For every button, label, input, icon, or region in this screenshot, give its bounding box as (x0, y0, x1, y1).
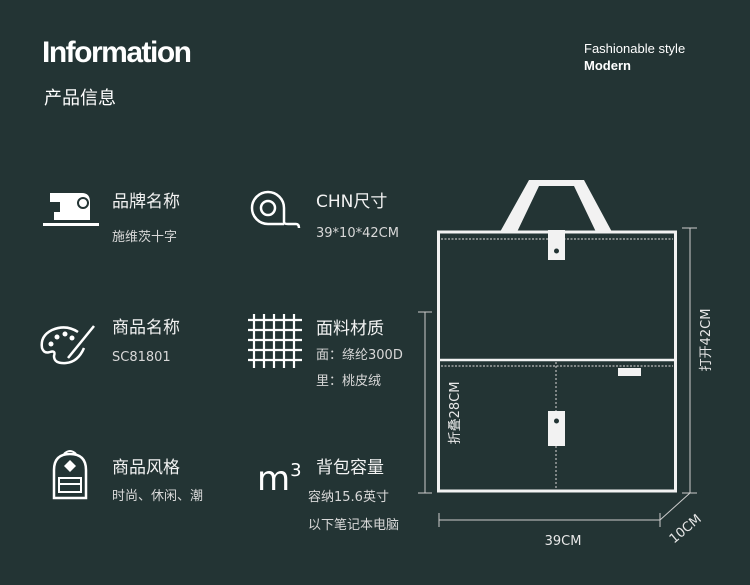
bag-outline (437, 230, 677, 493)
style-tag-bold: Modern (584, 58, 631, 73)
fabric-grid-icon (248, 314, 302, 368)
tape-measure-icon (250, 190, 301, 229)
folded-height-label: 折叠28CM (448, 382, 463, 445)
depth-label: 10CM (667, 512, 705, 547)
spec-value: 39*10*42CM (316, 226, 399, 241)
spec-value-2: 里：桃皮绒 (316, 374, 382, 389)
page-subtitle: 产品信息 (44, 88, 116, 109)
spec-value: SC81801 (112, 350, 171, 365)
spec-value: 容纳15.6英寸 (308, 490, 389, 505)
spec-value-2: 以下笔记本电脑 (308, 518, 400, 533)
spec-label: 背包容量 (316, 458, 384, 478)
bag-handle (500, 180, 612, 232)
spec-label: 品牌名称 (112, 192, 180, 212)
spec-label: 商品风格 (112, 458, 180, 478)
page-title: Information (42, 36, 192, 69)
sewing-machine-icon (43, 193, 99, 226)
backpack-icon (52, 450, 88, 500)
label-patch (618, 368, 641, 376)
spec-value: 施维茨十字 (112, 230, 178, 245)
spec-label: 面料材质 (316, 319, 384, 339)
spec-value: 时尚、休闲、潮 (112, 489, 204, 504)
width-label: 39CM (545, 534, 582, 549)
open-height-label: 打开42CM (699, 309, 714, 372)
volume-icon-exponent: 3 (290, 460, 302, 481)
volume-icon-m: m (257, 459, 291, 499)
spec-label: CHN尺寸 (316, 192, 388, 212)
bottom-buckle (548, 411, 565, 446)
top-buckle (548, 230, 565, 260)
spec-label: 商品名称 (112, 318, 180, 338)
style-tag: Fashionable style (584, 41, 686, 56)
palette-icon (40, 325, 95, 365)
spec-value: 面：绦纶300D (316, 348, 403, 363)
volume-icon: m3 (257, 459, 302, 499)
